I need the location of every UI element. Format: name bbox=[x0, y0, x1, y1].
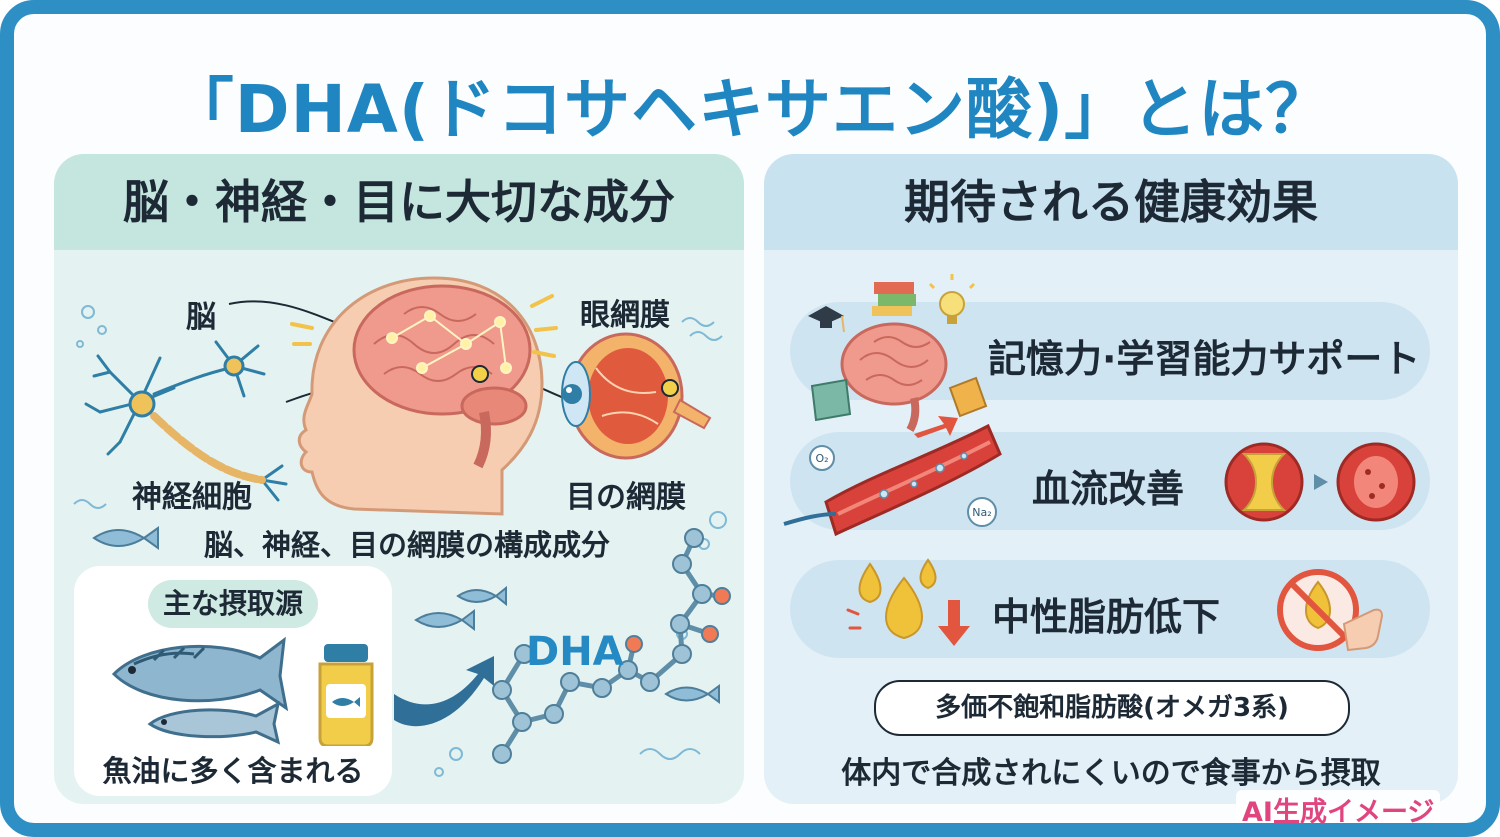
clear-artery-icon bbox=[1336, 442, 1416, 522]
right-panel-heading: 期待される健康効果 bbox=[764, 154, 1458, 250]
component-description: 脳、神経、目の網膜の構成成分 bbox=[204, 528, 611, 562]
eye-icon bbox=[561, 332, 712, 460]
bubble-icon bbox=[709, 511, 727, 529]
clogged-artery-icon bbox=[1224, 442, 1304, 522]
page-title: 「DHA(ドコサヘキサエン酸)」とは？ bbox=[167, 71, 1333, 148]
bubble-icon bbox=[434, 767, 444, 777]
label-neuron: 神経細胞 bbox=[132, 480, 252, 515]
fish-icon bbox=[456, 585, 507, 607]
label-eye-retina: 目の網膜 bbox=[566, 480, 686, 515]
label-brain: 脳 bbox=[186, 300, 216, 335]
effect-memory-label: 記憶力·学習能力サポート bbox=[988, 337, 1421, 381]
bubble-icon bbox=[97, 325, 107, 335]
right-panel: 期待される健康効果 bbox=[764, 154, 1458, 804]
mackerel-icon bbox=[111, 636, 289, 712]
left-panel-heading: 脳・神経・目に大切な成分 bbox=[54, 154, 744, 250]
bubble-icon bbox=[76, 340, 84, 348]
ai-generated-badge: AI生成イメージ bbox=[1236, 790, 1441, 823]
dha-molecule-label: DHA bbox=[526, 629, 624, 675]
oil-drop-icon bbox=[858, 558, 937, 640]
intake-source-caption: 魚油に多く含まれる bbox=[102, 754, 364, 788]
intake-source-box: 主な摂取源 魚油に多く含まれる bbox=[74, 566, 392, 796]
fish-oil-bottle-icon bbox=[318, 644, 374, 746]
bubble-icon bbox=[449, 747, 463, 761]
brain-study-icon bbox=[808, 274, 988, 432]
brain-icon bbox=[352, 284, 532, 469]
neuron-body-icon bbox=[223, 355, 245, 377]
no-fat-icon bbox=[1277, 569, 1359, 651]
bubble-icon bbox=[81, 305, 95, 319]
fish-icon bbox=[414, 609, 475, 631]
wave-icon bbox=[73, 317, 723, 760]
intake-note: 体内で合成されにくいので食事から摂取 bbox=[841, 756, 1381, 791]
blood-vessel-icon: O₂ Na₂ bbox=[783, 416, 1002, 537]
arrow-right-icon bbox=[1314, 474, 1328, 490]
arrow-icon bbox=[394, 656, 494, 727]
o2-label: O₂ bbox=[815, 452, 828, 465]
intake-source-tag: 主な摂取源 bbox=[148, 580, 318, 628]
arrow-down-icon bbox=[938, 600, 970, 646]
fish-icon bbox=[92, 526, 159, 550]
hand-icon bbox=[1342, 608, 1384, 652]
effect-blood-flow-label: 血流改善 bbox=[1032, 467, 1185, 511]
effect-triglyceride-label: 中性脂肪低下 bbox=[992, 595, 1221, 639]
neuron-icon bbox=[84, 340, 288, 502]
fish-oil-illustration bbox=[111, 636, 374, 746]
category-tag: 多価不飽和脂肪酸(オメガ3系) bbox=[874, 680, 1350, 736]
sardine-icon bbox=[147, 701, 281, 745]
label-retina: 眼網膜 bbox=[580, 298, 670, 333]
left-panel: 脳・神経・目に大切な成分 bbox=[54, 154, 744, 804]
effects-illustration: O₂ Na₂ bbox=[783, 274, 1416, 652]
atom-icon bbox=[492, 528, 731, 764]
fish-icon bbox=[664, 684, 720, 704]
na-label: Na₂ bbox=[972, 506, 991, 519]
anatomy-illustration bbox=[73, 276, 731, 777]
neuron-body-icon bbox=[128, 390, 156, 418]
